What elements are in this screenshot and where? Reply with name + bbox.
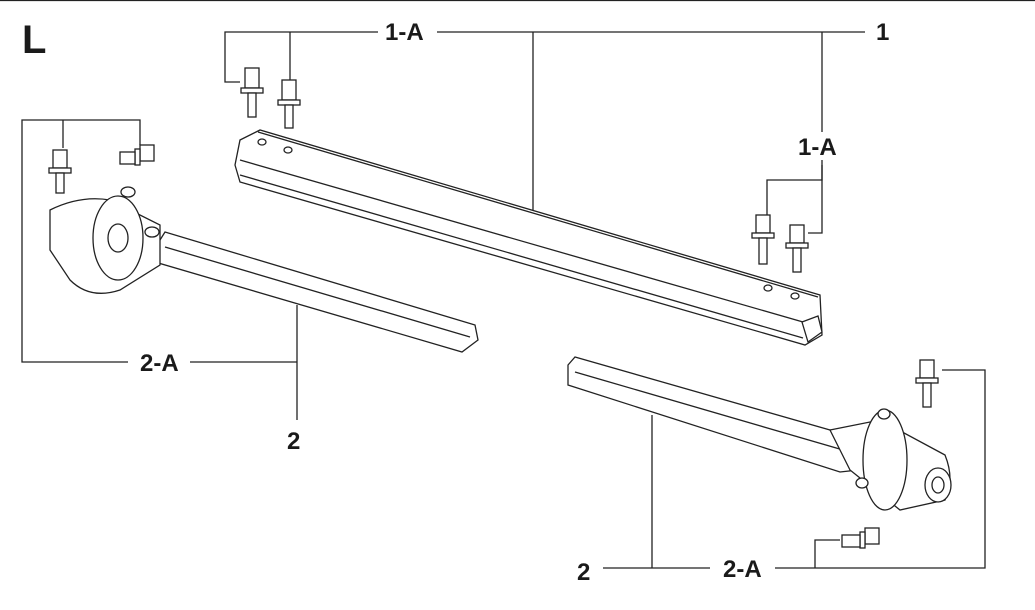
label-2-bottom: 2 bbox=[577, 559, 591, 586]
label-1-top: 1 bbox=[876, 19, 890, 46]
part-2-right-shaft bbox=[567, 356, 952, 511]
part-1-sleeve bbox=[234, 129, 823, 346]
label-1a-top: 1-A bbox=[385, 19, 424, 46]
bolt-icon bbox=[277, 79, 301, 129]
part-2-left-shaft bbox=[49, 186, 479, 353]
bolt-icon bbox=[240, 67, 264, 118]
bolt-icon bbox=[915, 359, 939, 408]
bolt-icon bbox=[785, 224, 809, 273]
bolt-icon bbox=[841, 527, 880, 549]
label-2a-bottom: 2-A bbox=[723, 556, 762, 583]
label-1a-right: 1-A bbox=[798, 134, 837, 161]
label-2a-left: 2-A bbox=[140, 350, 179, 377]
view-label: L bbox=[22, 18, 47, 62]
label-2-left: 2 bbox=[287, 428, 301, 455]
bolts bbox=[48, 67, 939, 549]
bolt-icon bbox=[119, 144, 155, 166]
bolt-icon bbox=[751, 214, 775, 265]
bolt-icon bbox=[48, 149, 72, 194]
leader-lines bbox=[21, 31, 986, 569]
